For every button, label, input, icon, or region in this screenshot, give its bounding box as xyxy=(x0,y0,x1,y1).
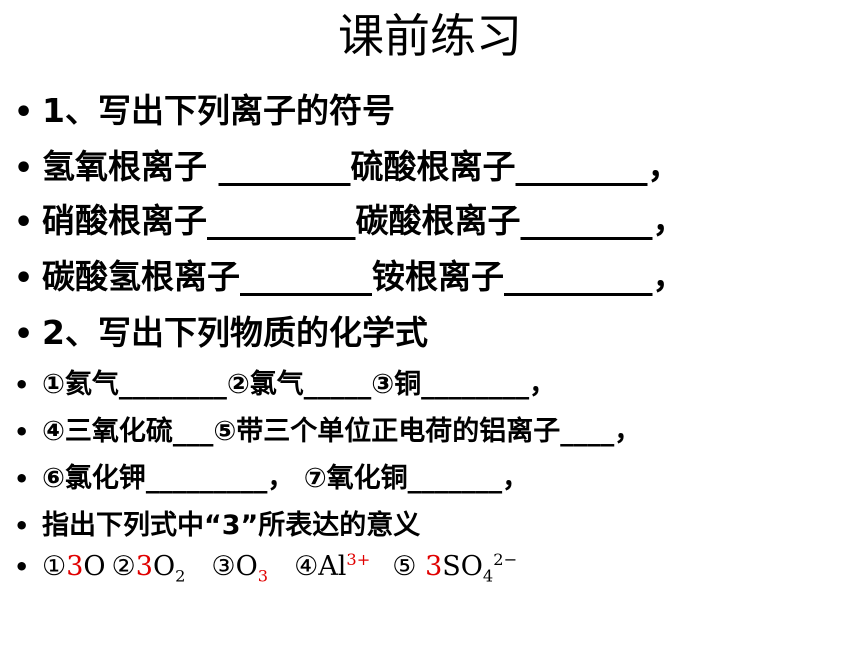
question-1: • 1、写出下列离子的符号 xyxy=(14,84,395,132)
formula-5-element: SO xyxy=(442,551,483,582)
formula-5-label: ⑤ xyxy=(392,551,426,582)
bullet: • xyxy=(14,553,30,581)
formula-2-subscript: 2 xyxy=(175,566,186,586)
question-3-text: 指出下列式中“3”所表达的意义 xyxy=(42,510,421,541)
bullet: • xyxy=(14,465,30,493)
bullet: • xyxy=(14,205,34,240)
formula-1-element: O xyxy=(83,551,106,582)
formula-list: • ①3O ②3O2 ③O3 ④Al3+ ⑤ 3SO42− xyxy=(14,550,517,585)
formula-1: ①3O xyxy=(42,551,106,582)
page-title: 课前练习 xyxy=(338,9,522,63)
question-3: • 指出下列式中“3”所表达的意义 xyxy=(14,503,420,542)
formula-line-2: • ④三氧化硫___⑤带三个单位正电荷的铝离子____， xyxy=(14,409,641,448)
formula-line-2-text: ④三氧化硫___⑤带三个单位正电荷的铝离子____， xyxy=(42,416,642,447)
formula-3-subscript: 3 xyxy=(257,566,269,586)
ion-line-2-text: 硝酸根离子_________碳酸根离子________， xyxy=(42,201,686,240)
formula-line-3-text: ⑥氯化钾_________， ⑦氧化铜_______， xyxy=(42,463,530,494)
formula-line-1-text: ①氦气________②氯气_____③铜________， xyxy=(42,369,557,400)
question-2: • 2、写出下列物质的化学式 xyxy=(14,306,428,354)
bullet: • xyxy=(14,317,34,352)
formula-4-superscript: 3+ xyxy=(346,550,371,569)
ion-line-1: • 氢氧根离子 ________硫酸根离子________， xyxy=(14,140,681,188)
bullet: • xyxy=(14,418,30,446)
ion-line-3: • 碳酸氢根离子________铵根离子_________， xyxy=(14,250,686,298)
ion-line-2: • 硝酸根离子_________碳酸根离子________， xyxy=(14,194,686,242)
formula-2: ②3O2 xyxy=(112,551,186,585)
formula-1-label: ① xyxy=(42,551,67,582)
formula-1-coefficient: 3 xyxy=(66,551,84,582)
formula-5-superscript: 2− xyxy=(493,550,518,569)
question-2-text: 2、写出下列物质的化学式 xyxy=(42,313,428,352)
formula-2-element: O xyxy=(152,551,176,582)
formula-line-3: • ⑥氯化钾_________， ⑦氧化铜_______， xyxy=(14,456,529,495)
formula-5-coefficient: 3 xyxy=(425,551,443,582)
bullet: • xyxy=(14,95,34,130)
formula-4-label: ④Al xyxy=(294,551,347,582)
bullet: • xyxy=(14,261,34,296)
formula-2-coefficient: 3 xyxy=(135,551,153,582)
bullet: • xyxy=(14,151,34,186)
formula-2-label: ② xyxy=(111,551,136,582)
ion-line-3-text: 碳酸氢根离子________铵根离子_________， xyxy=(42,257,686,296)
formula-3-label: ③O xyxy=(211,551,258,582)
formula-4: ④Al3+ xyxy=(294,550,370,582)
formula-5-subscript: 4 xyxy=(482,566,494,586)
ion-line-1-text: 氢氧根离子 ________硫酸根离子________， xyxy=(42,147,681,186)
formula-line-1: • ①氦气________②氯气_____③铜________， xyxy=(14,362,556,401)
bullet: • xyxy=(14,512,30,540)
formula-3: ③O3 xyxy=(211,551,268,585)
formula-5: ⑤ 3SO42− xyxy=(392,550,517,585)
question-1-text: 1、写出下列离子的符号 xyxy=(42,91,395,130)
bullet: • xyxy=(14,371,30,399)
